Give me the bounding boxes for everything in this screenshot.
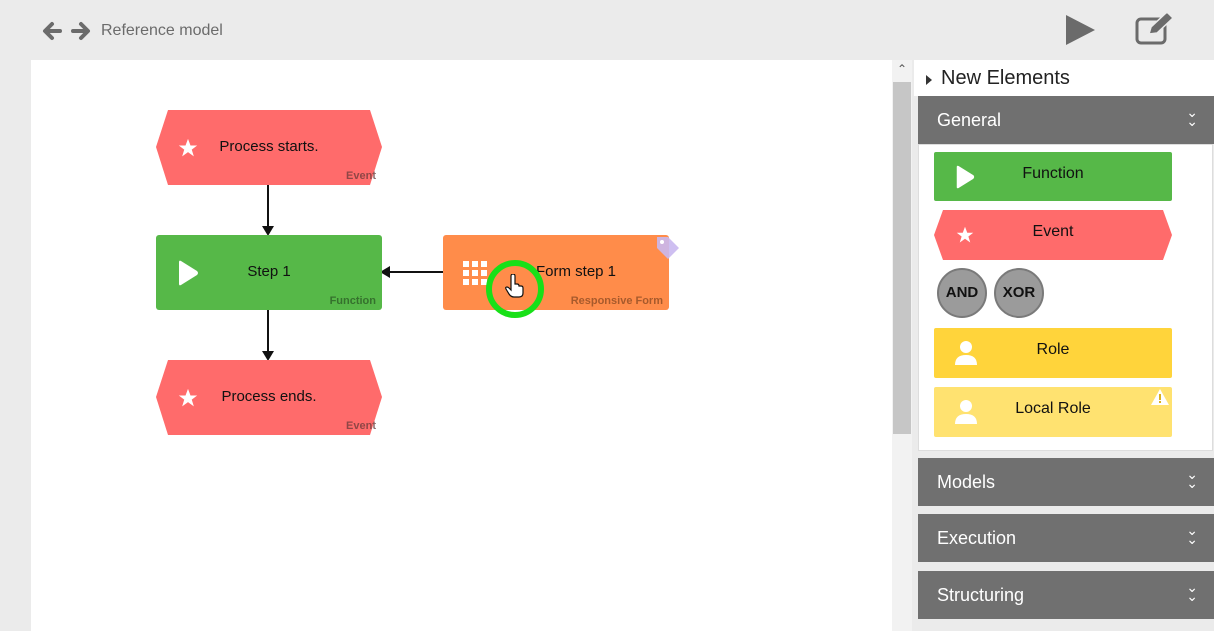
play-icon bbox=[179, 260, 198, 286]
new-elements-panel: New Elements General ⌄⌄ Function Event A… bbox=[914, 60, 1214, 631]
node-form-step-1[interactable]: Form step 1 Responsive Form bbox=[443, 235, 679, 310]
edit-icon[interactable] bbox=[1135, 13, 1175, 45]
section-general[interactable]: General ⌄⌄ bbox=[918, 96, 1214, 144]
section-label: General bbox=[937, 110, 1002, 130]
click-highlight bbox=[486, 260, 544, 318]
palette-label: Local Role bbox=[1015, 400, 1091, 417]
section-execution[interactable]: Execution ⌄⌄ bbox=[918, 514, 1214, 562]
event-shape bbox=[156, 360, 382, 435]
palette-xor-gate[interactable]: XOR bbox=[994, 268, 1044, 318]
user-icon bbox=[955, 341, 977, 365]
arrow-left-icon[interactable] bbox=[41, 20, 63, 42]
node-label: Process starts. bbox=[219, 138, 319, 155]
caret-right-icon bbox=[926, 75, 932, 85]
user-icon bbox=[955, 400, 977, 424]
grid-icon bbox=[463, 261, 487, 285]
star-icon bbox=[178, 388, 198, 407]
star-icon bbox=[178, 138, 198, 157]
node-label: Form step 1 bbox=[535, 263, 617, 280]
double-chevron-icon: ⌄⌄ bbox=[1186, 466, 1198, 491]
panel-title: New Elements bbox=[941, 67, 1070, 89]
section-label: Models bbox=[937, 472, 996, 492]
hand-cursor-icon bbox=[505, 274, 524, 298]
star-icon bbox=[956, 226, 974, 243]
double-chevron-icon: ⌄⌄ bbox=[1186, 104, 1198, 129]
palette-event[interactable]: Event bbox=[934, 210, 1172, 260]
palette-label: Role bbox=[1036, 341, 1070, 358]
palette-local-role[interactable]: Local Role bbox=[934, 387, 1172, 437]
node-process-starts[interactable]: Process starts. Event bbox=[156, 110, 382, 185]
chevron-up-icon[interactable]: ⌃ bbox=[896, 62, 908, 76]
node-label: Process ends. bbox=[221, 388, 317, 405]
section-models[interactable]: Models ⌄⌄ bbox=[918, 458, 1214, 506]
node-step-1[interactable]: Step 1 Function bbox=[156, 235, 382, 310]
panel-header[interactable]: New Elements bbox=[914, 60, 1214, 96]
event-shape bbox=[934, 210, 1172, 260]
node-type: Event bbox=[346, 420, 376, 432]
palette-label: Function bbox=[1022, 165, 1084, 182]
breadcrumb[interactable]: Reference model bbox=[101, 22, 223, 39]
play-icon bbox=[956, 165, 975, 189]
palette-and-gate[interactable]: AND bbox=[937, 268, 987, 318]
scroll-thumb[interactable] bbox=[893, 82, 911, 434]
palette-role[interactable]: Role bbox=[934, 328, 1172, 378]
double-chevron-icon: ⌄⌄ bbox=[1186, 579, 1198, 604]
arrow-right-icon[interactable] bbox=[70, 20, 92, 42]
double-chevron-icon: ⌄⌄ bbox=[1186, 522, 1198, 547]
section-structuring[interactable]: Structuring ⌄⌄ bbox=[918, 571, 1214, 619]
palette-label: Event bbox=[1032, 223, 1074, 240]
event-shape bbox=[156, 110, 382, 185]
node-label: Step 1 bbox=[247, 263, 291, 280]
section-label: Execution bbox=[937, 528, 1017, 548]
node-process-ends[interactable]: Process ends. Event bbox=[156, 360, 382, 435]
node-type: Responsive Form bbox=[570, 295, 663, 307]
node-type: Function bbox=[329, 295, 376, 307]
node-type: Event bbox=[346, 170, 376, 182]
warning-icon bbox=[1151, 389, 1169, 405]
top-bar: Reference model bbox=[0, 0, 1214, 60]
tag-icon[interactable] bbox=[655, 235, 681, 261]
play-icon[interactable] bbox=[1063, 13, 1097, 47]
palette-function[interactable]: Function bbox=[934, 152, 1172, 201]
section-label: Structuring bbox=[937, 585, 1025, 605]
connection-edges bbox=[262, 184, 443, 361]
canvas-scrollbar[interactable]: ⌃ bbox=[892, 60, 912, 631]
